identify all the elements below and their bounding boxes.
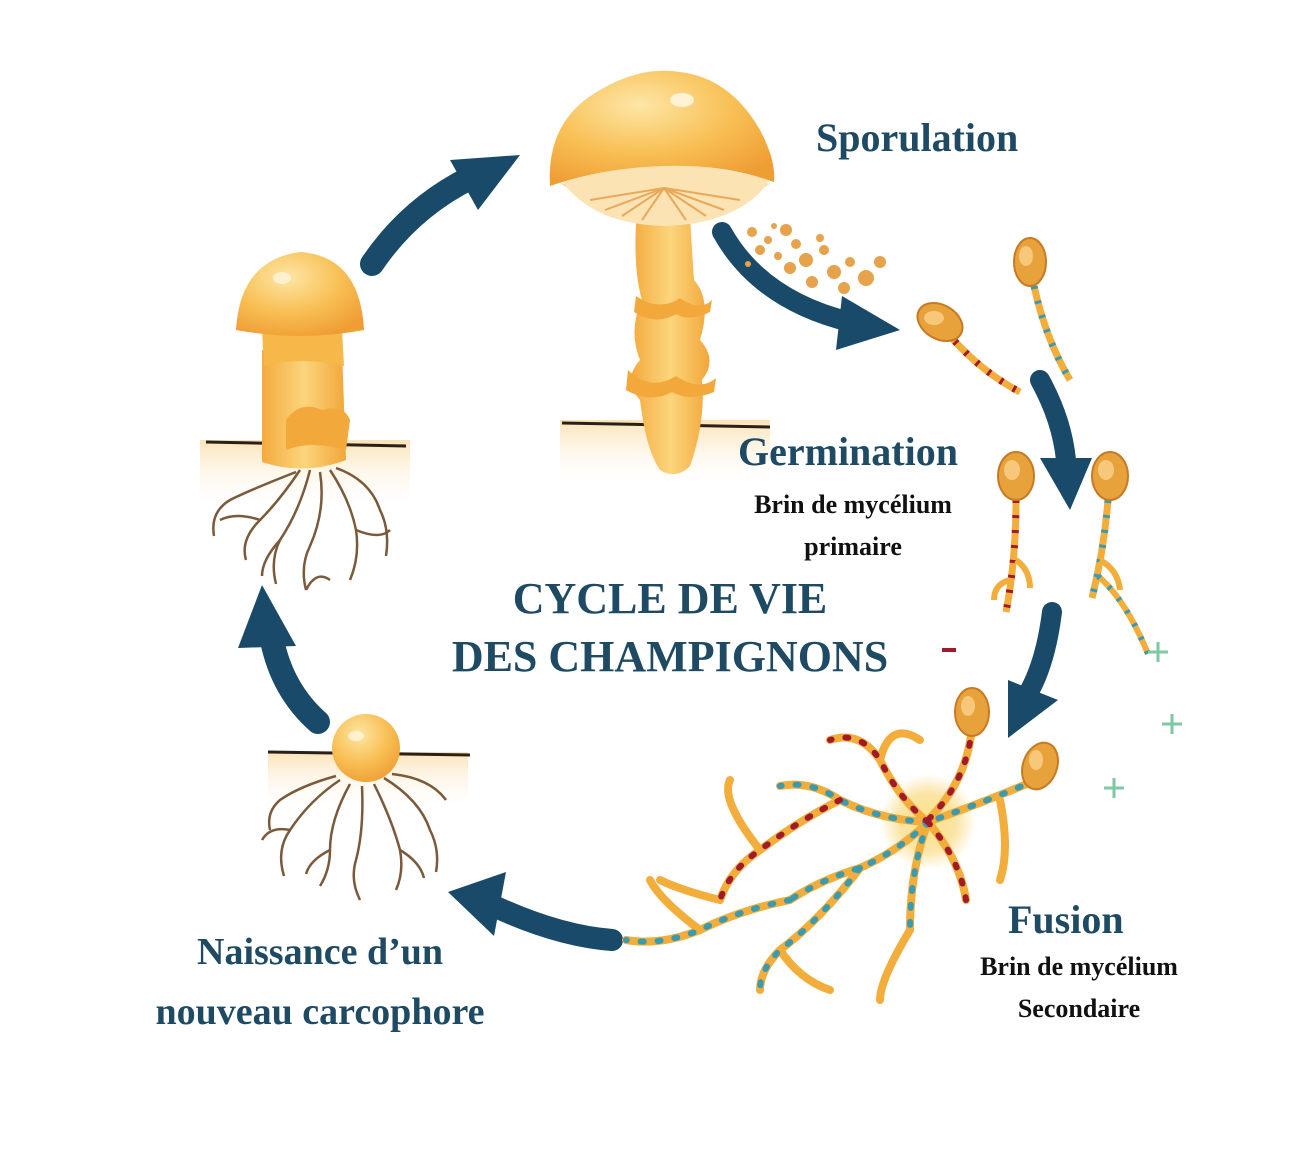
naissance-line1: Naissance d’un — [197, 931, 443, 973]
spore-germ-4 — [1088, 451, 1151, 656]
spore-germ-1 — [916, 302, 1022, 396]
diagram-title: CYCLE DE VIE DES CHAMPIGNONS — [420, 570, 920, 686]
primordium — [260, 714, 471, 901]
spore-germ-3 — [991, 451, 1035, 613]
arrow-to-fusion — [1008, 602, 1062, 738]
germination-sub-line2: primaire — [804, 532, 902, 561]
arrow-germination-down — [1030, 370, 1092, 510]
cycle-arrows — [238, 155, 1092, 951]
plus-signs — [1104, 642, 1182, 798]
fusion-sub-line2: Secondaire — [1017, 994, 1141, 1023]
diagram-title-line2: DES CHAMPIGNONS — [451, 632, 889, 681]
germination-subtitle: Brin de mycélium primaire — [736, 484, 970, 568]
arrow-to-germination — [712, 222, 900, 350]
fusion-sub-line1: Brin de mycélium — [980, 952, 1178, 981]
germinating-spores — [916, 237, 1151, 656]
naissance-line2: nouveau carcophore — [155, 991, 485, 1033]
germination-title: Germination — [738, 429, 958, 474]
germination-sub-line1: Brin de mycélium — [754, 490, 952, 519]
naissance-label: Naissance d’un nouveau carcophore — [110, 922, 530, 1042]
arrow-to-naissance — [448, 872, 623, 951]
fusion-subtitle: Brin de mycélium Secondaire — [962, 946, 1196, 1030]
fusion-title: Fusion — [1008, 897, 1124, 942]
diagram-title-line1: CYCLE DE VIE — [512, 574, 828, 623]
spore-germ-2 — [1013, 237, 1074, 382]
young-mushroom — [200, 252, 410, 591]
sporulation-title: Sporulation — [816, 115, 1019, 160]
arrow-to-young-mushroom — [238, 585, 330, 734]
arrow-to-sporulation — [360, 155, 520, 276]
spores — [745, 223, 886, 294]
mature-mushroom — [549, 70, 775, 490]
fusion-mycelium — [622, 687, 1059, 1004]
